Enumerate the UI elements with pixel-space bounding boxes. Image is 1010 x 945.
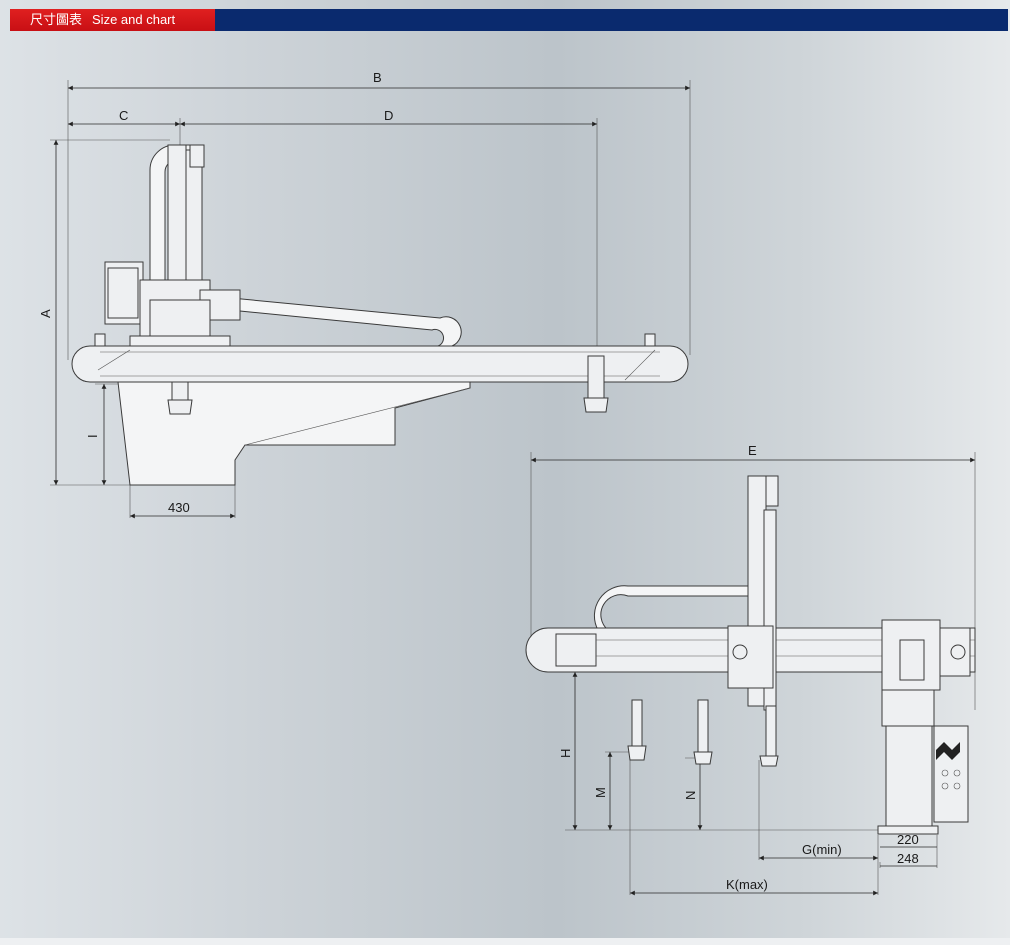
header-title-en: Size and chart xyxy=(92,12,176,27)
label-A: A xyxy=(38,309,53,318)
label-220: 220 xyxy=(897,832,919,847)
label-430: 430 xyxy=(168,500,190,515)
header-bar xyxy=(10,9,1008,31)
side-view: B C D A I 430 xyxy=(38,70,691,519)
label-M: M xyxy=(593,787,608,798)
label-H: H xyxy=(558,749,573,758)
label-G: G(min) xyxy=(802,842,842,857)
label-248: 248 xyxy=(897,851,919,866)
label-C: C xyxy=(119,108,128,123)
label-I: I xyxy=(85,434,100,438)
label-D: D xyxy=(384,108,393,123)
label-N: N xyxy=(683,791,698,800)
label-B: B xyxy=(373,70,382,85)
bottom-strip xyxy=(0,938,1010,945)
header-tab: 尺寸圖表 Size and chart xyxy=(10,9,215,31)
front-view: E H M N G(min) K(max) 220 248 xyxy=(525,443,976,896)
label-E: E xyxy=(748,443,757,458)
label-K: K(max) xyxy=(726,877,768,892)
header-title-cn: 尺寸圖表 xyxy=(30,12,83,27)
